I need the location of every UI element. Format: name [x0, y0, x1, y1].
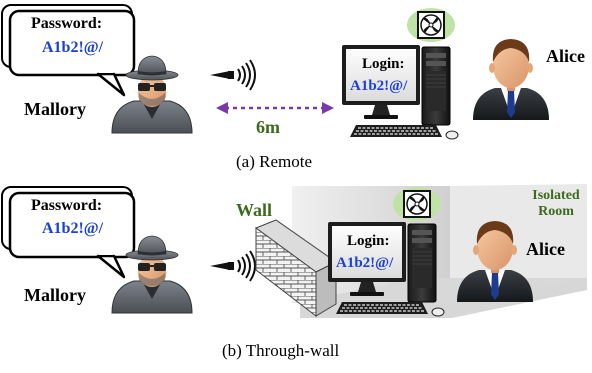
victim-figure	[473, 39, 549, 120]
attacker-name: Mallory	[24, 285, 86, 305]
isolated-room-label-line1: Isolated	[532, 188, 580, 203]
bubble-title: Password:	[31, 197, 103, 214]
screen-password: A1b2!@/	[336, 255, 394, 271]
panel-remote	[0, 3, 549, 140]
fan-icon	[392, 186, 442, 222]
bubble-password: A1b2!@/	[42, 220, 104, 237]
screen-login-label: Login:	[347, 233, 390, 249]
bubble-title: Password:	[31, 15, 103, 32]
victim-name: Alice	[546, 46, 585, 66]
distance-arrow	[216, 102, 334, 114]
attacker-name: Mallory	[24, 99, 86, 119]
panel-through-wall	[0, 184, 587, 318]
antenna-icon	[209, 59, 256, 91]
fan-icon	[406, 7, 456, 43]
isolated-room-label: Isolated Room	[530, 188, 582, 220]
isolated-room-label-line2: Room	[538, 204, 574, 220]
screen-login-label: Login:	[362, 56, 405, 72]
wall-label: Wall	[236, 200, 273, 220]
caption-remote: (a) Remote	[236, 152, 312, 171]
antenna-icon	[209, 250, 256, 282]
victim-name: Alice	[526, 239, 565, 259]
bubble-password: A1b2!@/	[42, 39, 104, 56]
caption-through-wall: (b) Through-wall	[222, 341, 340, 360]
screen-password: A1b2!@/	[350, 78, 408, 94]
distance-label: 6m	[256, 117, 280, 137]
